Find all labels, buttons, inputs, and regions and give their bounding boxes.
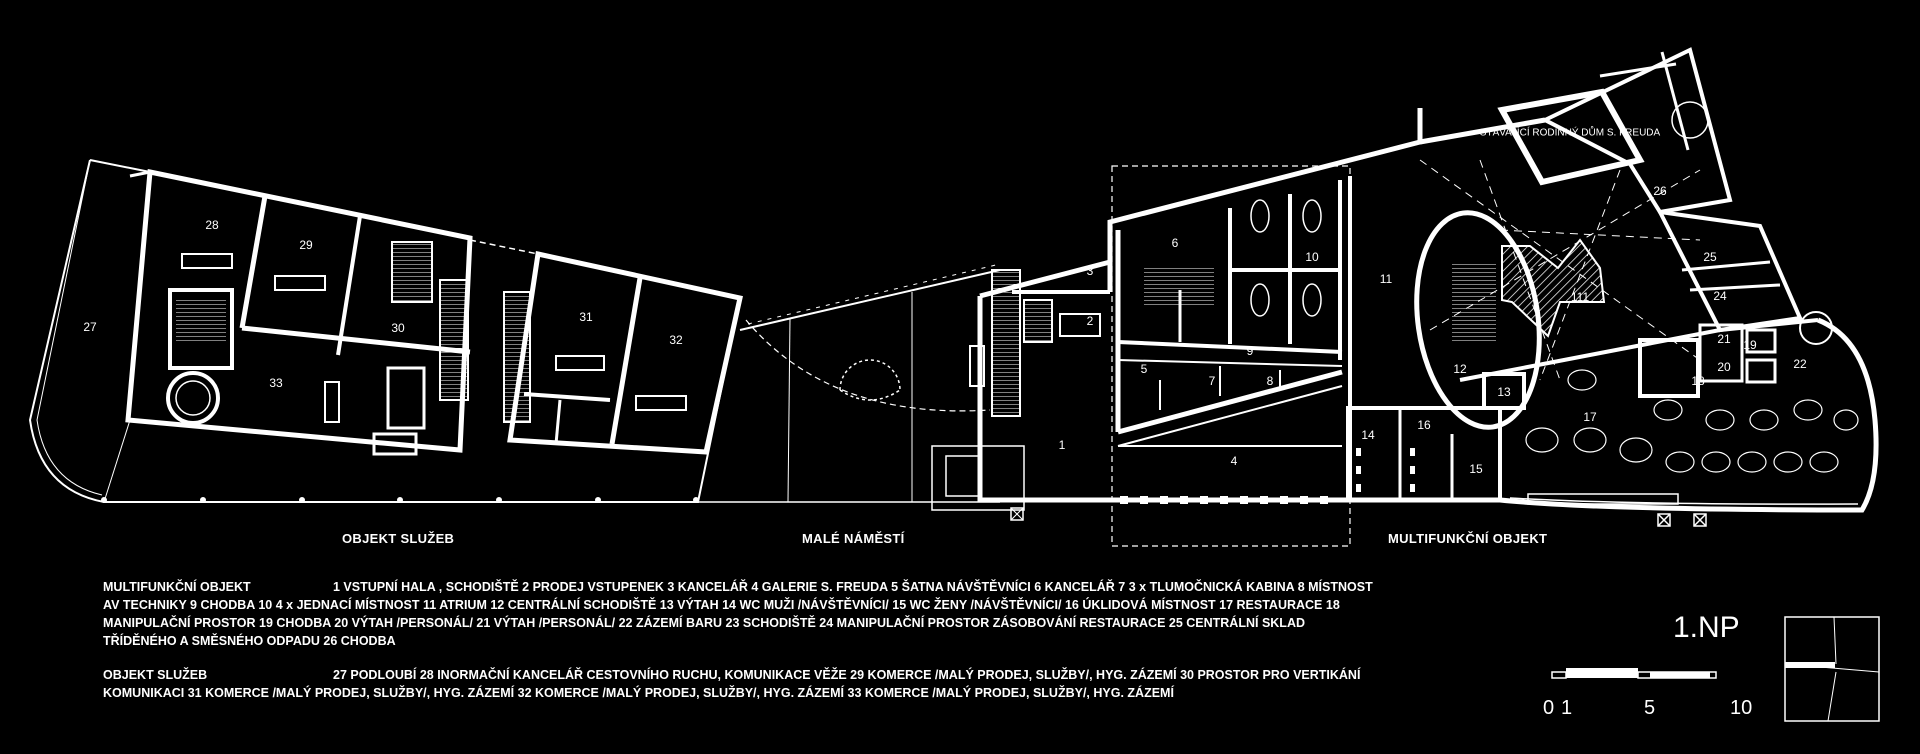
freud-house-label: STÁVAJÍCÍ RODINNÝ DŮM S. FREUDA: [1480, 126, 1661, 139]
room-label: 2: [1087, 314, 1094, 328]
room-label: 19: [1743, 338, 1757, 352]
room-label: 32: [669, 333, 683, 347]
section-label-male-namesti: MALÉ NÁMĚSTÍ: [802, 531, 905, 546]
key-plan: [1784, 616, 1880, 722]
room-label: 10: [1305, 250, 1319, 264]
room-label: 24: [1713, 289, 1727, 303]
room-labels: 1 2 3 4 5 6 7 8 9 10 11 12 13 14 15 16 1…: [83, 184, 1807, 476]
room-label: 25: [1703, 250, 1717, 264]
room-label: 111: [1571, 290, 1590, 304]
room-label: 14: [1361, 428, 1375, 442]
scale-tick: 5: [1644, 697, 1656, 719]
room-label: 27: [83, 320, 97, 334]
room-label: 15: [1469, 462, 1483, 476]
room-label: 22: [1793, 357, 1807, 371]
room-label: 7: [1209, 374, 1216, 388]
floor-label: 1.NP: [1673, 611, 1740, 644]
scale-tick: 1: [1561, 697, 1573, 719]
legend-heading: MULTIFUNKČNÍ OBJEKT: [103, 580, 251, 594]
room-label: 16: [1417, 418, 1431, 432]
room-label: 5: [1141, 362, 1148, 376]
male-namesti-plan: [698, 263, 1025, 521]
section-label-objekt-sluzeb: OBJEKT SLUŽEB: [342, 531, 455, 546]
scale-tick: 0: [1543, 697, 1555, 719]
section-label-multifunkcni-objekt: MULTIFUNKČNÍ OBJEKT: [1388, 531, 1548, 546]
room-label: 20: [1717, 360, 1731, 374]
room-label: 31: [579, 310, 593, 324]
room-label: 11: [1380, 272, 1393, 286]
scale-bar: [1551, 668, 1717, 679]
room-label: 28: [205, 218, 219, 232]
legend-text: 1 VSTUPNÍ HALA , SCHODIŠTĚ 2 PRODEJ VSTU…: [103, 580, 1373, 648]
room-label: 33: [269, 376, 283, 390]
room-label: 1: [1059, 438, 1066, 452]
room-label: 26: [1653, 184, 1667, 198]
room-label: 29: [299, 238, 313, 252]
objekt-sluzeb-plan: [28, 159, 743, 503]
legend-text: 27 PODLOUBÍ 28 INORMAČNÍ KANCELÁŘ CESTOV…: [103, 668, 1361, 700]
scale-tick: 10: [1730, 697, 1753, 719]
room-label: 30: [391, 321, 405, 335]
room-label: 6: [1172, 236, 1179, 250]
room-label: 21: [1717, 332, 1731, 346]
room-label: 13: [1497, 385, 1511, 399]
multifunkcni-objekt-plan: [969, 47, 1879, 547]
room-label: 18: [1691, 374, 1705, 388]
room-label: 17: [1583, 410, 1597, 424]
legend-heading: OBJEKT SLUŽEB: [103, 668, 208, 682]
room-label: 9: [1247, 344, 1254, 358]
room-label: 3: [1087, 264, 1094, 278]
room-label: 4: [1231, 454, 1238, 468]
room-label: 12: [1453, 362, 1467, 376]
room-label: 8: [1267, 374, 1274, 388]
